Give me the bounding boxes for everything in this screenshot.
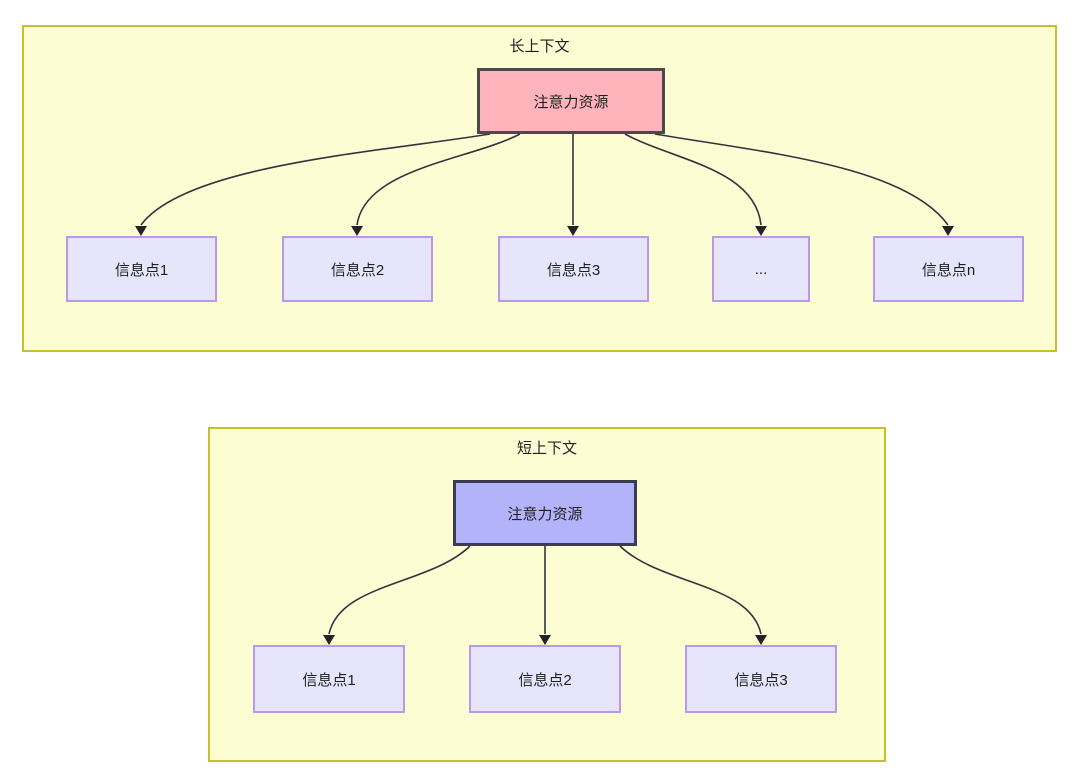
long-info-node-ellipsis[interactable]: ... [712, 236, 810, 302]
long-info-node-3[interactable]: 信息点3 [498, 236, 649, 302]
short-attention-resource-label: 注意力资源 [507, 505, 583, 523]
short-info-node-1[interactable]: 信息点1 [253, 645, 405, 713]
short-info-node-1-label: 信息点1 [302, 671, 356, 689]
long-context-title: 长上下文 [509, 38, 570, 55]
long-info-node-1-label: 信息点1 [114, 261, 169, 279]
long-info-node-2[interactable]: 信息点2 [282, 236, 433, 302]
long-info-node-n-label: 信息点n [921, 261, 976, 279]
long-info-node-ellipsis-label: ... [754, 260, 768, 278]
short-info-node-2-label: 信息点2 [518, 671, 572, 689]
long-attention-resource-label: 注意力资源 [533, 93, 609, 111]
short-info-node-3-label: 信息点3 [734, 671, 788, 689]
long-info-node-2-label: 信息点2 [330, 261, 385, 279]
short-info-node-3[interactable]: 信息点3 [685, 645, 837, 713]
long-attention-resource-node[interactable]: 注意力资源 [477, 68, 665, 134]
long-info-node-n[interactable]: 信息点n [873, 236, 1024, 302]
long-info-node-1[interactable]: 信息点1 [66, 236, 217, 302]
long-info-node-3-label: 信息点3 [546, 261, 601, 279]
short-context-title: 短上下文 [516, 440, 577, 457]
short-info-node-2[interactable]: 信息点2 [469, 645, 621, 713]
short-attention-resource-node[interactable]: 注意力资源 [453, 480, 637, 546]
